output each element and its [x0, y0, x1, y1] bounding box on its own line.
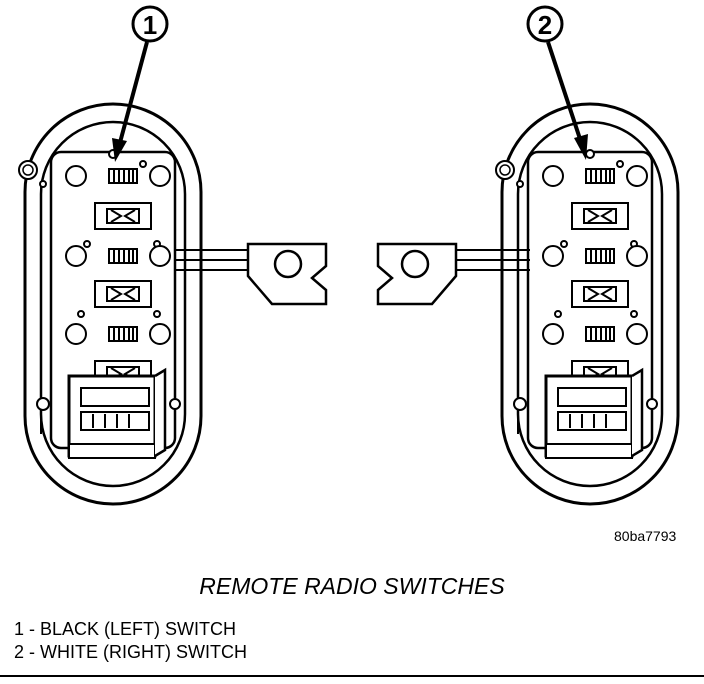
figure-code: 80ba7793	[614, 528, 677, 544]
caption-title: REMOTE RADIO SWITCHES	[199, 573, 505, 599]
legend: 1 - BLACK (LEFT) SWITCH 2 - WHITE (RIGHT…	[14, 618, 247, 664]
callout-1-number: 1	[143, 10, 157, 40]
callout-2-number: 2	[538, 10, 552, 40]
bottom-rule	[0, 675, 704, 677]
legend-item-2: 2 - WHITE (RIGHT) SWITCH	[14, 642, 247, 662]
left-wire-lead	[174, 242, 328, 306]
right-wire-lead	[376, 242, 530, 306]
callout-2: 2	[526, 5, 588, 160]
left-switch	[19, 104, 328, 504]
right-switch	[376, 104, 678, 504]
legend-item-1: 1 - BLACK (LEFT) SWITCH	[14, 619, 237, 639]
callout-1: 1	[112, 5, 169, 162]
switch-diagram: 1 2	[0, 5, 704, 530]
